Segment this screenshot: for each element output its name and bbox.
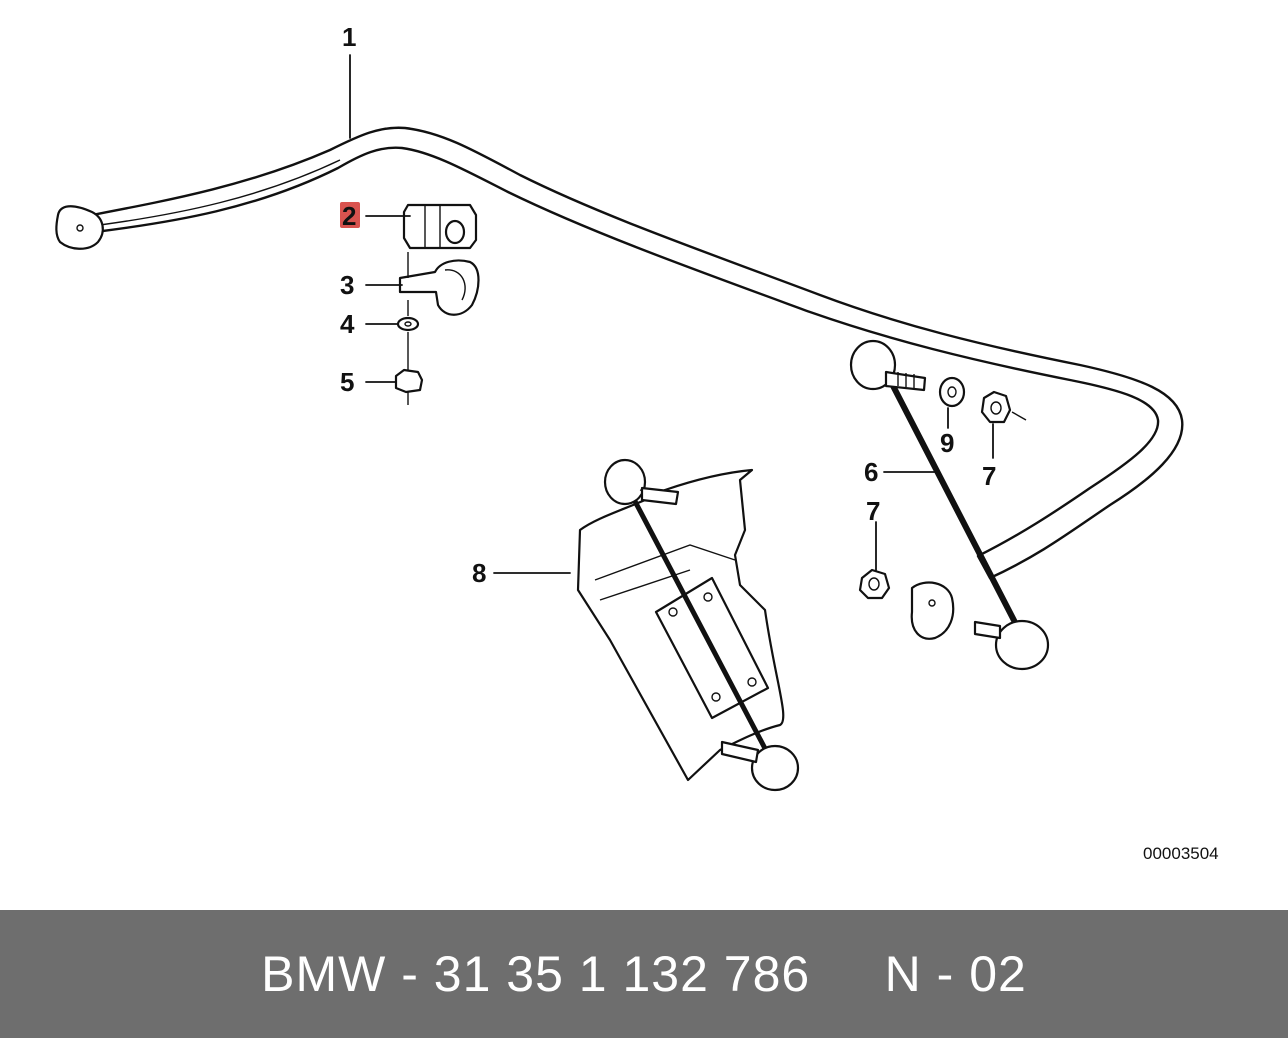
link-rod	[849, 339, 1050, 671]
callout-1[interactable]: 1	[342, 22, 356, 52]
callout-5[interactable]: 5	[340, 367, 354, 397]
mounting-plate	[576, 458, 800, 792]
self-locking-nut-upper	[980, 390, 1027, 424]
bracket	[398, 252, 480, 316]
rubber-mounting	[402, 203, 478, 250]
washer	[396, 300, 420, 332]
hex-nut	[394, 332, 424, 405]
callout-7-upper[interactable]: 7	[982, 461, 996, 491]
drawing-code: 00003504	[1143, 844, 1219, 863]
callout-9[interactable]: 9	[940, 428, 954, 458]
self-locking-nut-lower	[858, 568, 891, 600]
part-number-text: BMW - 31 35 1 132 786 N - 02	[261, 946, 1027, 1002]
callout-4[interactable]: 4	[340, 309, 355, 339]
callout-3[interactable]: 3	[340, 270, 354, 300]
callout-6[interactable]: 6	[864, 457, 878, 487]
leader-lines	[349, 54, 994, 574]
callout-8[interactable]: 8	[472, 558, 486, 588]
callout-7-lower[interactable]: 7	[866, 496, 880, 526]
part-number-bar: BMW - 31 35 1 132 786 N - 02	[0, 910, 1288, 1038]
callout-highlight	[340, 202, 360, 228]
callout-2[interactable]: 2	[342, 201, 356, 231]
parts-diagram: 1 2 3 4 5 6 7 7 8 9 00003504	[55, 22, 1219, 863]
washer-right	[938, 376, 966, 408]
